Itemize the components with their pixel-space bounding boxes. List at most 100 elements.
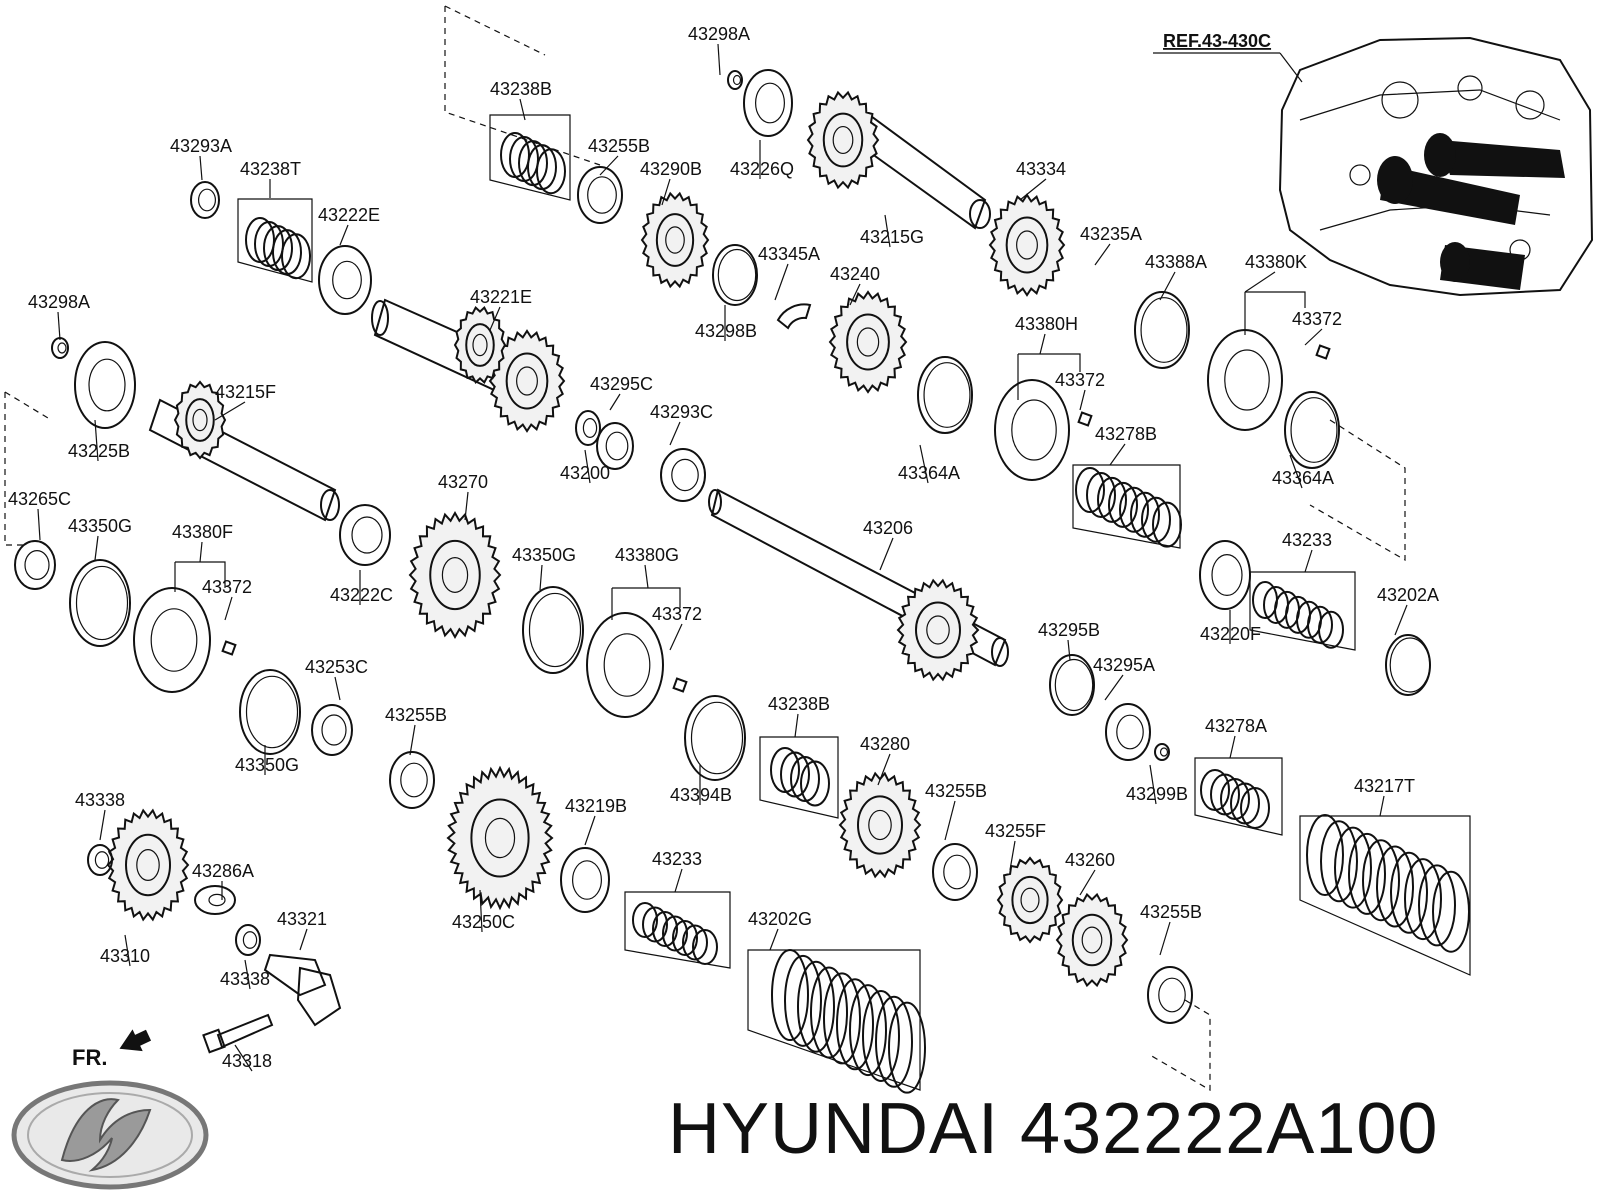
part-number-label: 43372 <box>1055 370 1105 390</box>
leader-line <box>199 541 203 563</box>
ring <box>311 704 353 756</box>
ring-bore <box>1159 747 1169 757</box>
ring <box>74 341 136 429</box>
spring-coil <box>672 920 698 956</box>
leader-line <box>57 311 61 341</box>
leader-line <box>774 263 789 301</box>
part-number-label: 43233 <box>1282 530 1332 550</box>
part-number-label: 43238B <box>490 79 552 99</box>
ring-bore <box>732 74 742 86</box>
part-number-label: 43206 <box>863 518 913 538</box>
spring-coil <box>632 902 658 938</box>
part-number-label: 43255B <box>588 136 650 156</box>
leader-line <box>519 98 526 121</box>
part-number-label: 43380H <box>1015 314 1078 334</box>
spring-coil <box>1320 820 1358 903</box>
gear-bore <box>441 557 469 593</box>
spring-coil <box>797 960 835 1053</box>
gear <box>488 329 566 433</box>
gear-hub <box>846 313 890 371</box>
ring <box>684 695 746 781</box>
spring-coil <box>1152 501 1182 548</box>
part-number-label: 43233 <box>652 849 702 869</box>
spring-coil <box>509 136 539 183</box>
gear-hub <box>429 539 481 611</box>
part-number-label: 43380K <box>1245 252 1307 272</box>
leader-line <box>1019 178 1047 201</box>
ring <box>194 885 236 915</box>
part-number-label: 43310 <box>100 946 150 966</box>
ring-bore <box>1011 399 1057 461</box>
ring <box>389 751 435 809</box>
ring-bore <box>1054 658 1094 712</box>
part-number-label: 43255B <box>925 781 987 801</box>
leader-line <box>334 676 341 701</box>
part-number-label: 43295A <box>1093 655 1155 675</box>
part-number-label: 43299B <box>1126 784 1188 804</box>
part-number-label: 43255B <box>385 705 447 725</box>
leader-line <box>464 491 469 521</box>
spring-coil <box>272 229 302 276</box>
spring-coil <box>790 756 820 802</box>
gear-bore <box>832 125 854 155</box>
leader-line <box>99 809 106 841</box>
part-number-label: 43295B <box>1038 620 1100 640</box>
ring-bore <box>690 701 744 775</box>
spring-coil <box>1306 814 1344 896</box>
gear-bore <box>472 333 488 357</box>
part-number-label: 43338 <box>220 969 270 989</box>
part-number-label: 43372 <box>652 604 702 624</box>
ring <box>1284 391 1340 469</box>
spring-coil <box>849 984 887 1077</box>
leader-line <box>584 815 596 846</box>
ring <box>660 448 706 502</box>
ring-bore <box>321 714 347 746</box>
leader-line <box>849 283 861 306</box>
spring-coil <box>1097 476 1127 523</box>
part-number-label: 43380F <box>172 522 233 542</box>
spring-coil <box>862 989 900 1082</box>
part-number-label: 43380G <box>615 545 679 565</box>
leader-line <box>919 444 929 484</box>
gears <box>106 90 1129 988</box>
part-number-label: 43298B <box>695 321 757 341</box>
ring <box>1154 743 1170 761</box>
part-number-label: 43253C <box>305 657 368 677</box>
spring-coil <box>536 148 566 195</box>
spring-coil <box>800 760 830 807</box>
spring-coil <box>1130 491 1160 538</box>
gear-bore <box>484 817 516 859</box>
part-number-label: 43350G <box>512 545 576 565</box>
ring <box>586 612 664 718</box>
leader-line <box>1079 869 1096 896</box>
ring <box>87 844 113 876</box>
ring <box>522 586 584 674</box>
leader-line <box>1244 271 1276 293</box>
ring-bore <box>245 675 299 749</box>
spring-coil <box>1390 851 1428 934</box>
part-number-label: 43290B <box>640 159 702 179</box>
spring-coil <box>662 915 688 952</box>
ring-bore <box>943 854 971 890</box>
gear <box>1055 892 1129 988</box>
spring-coil <box>1086 471 1116 518</box>
leader-line <box>539 564 543 591</box>
spring-coil <box>888 1001 926 1094</box>
leader-line <box>1304 549 1313 573</box>
spring-coil <box>1334 826 1372 909</box>
leader-line <box>794 713 799 738</box>
gear-bore <box>868 809 892 841</box>
part-number-label: 43226Q <box>730 159 794 179</box>
leader-line <box>299 928 308 951</box>
gear <box>453 305 507 385</box>
part-number-label: 43217T <box>1354 776 1415 796</box>
part-number-label: 43202A <box>1377 585 1439 605</box>
ring-bore <box>754 82 785 124</box>
part-number-label: 43215F <box>215 382 276 402</box>
spring-coil <box>1200 769 1230 811</box>
leader-line <box>1159 921 1171 956</box>
leader-line <box>877 753 891 786</box>
part-number-label: 43220F <box>1200 624 1261 644</box>
spring-coil <box>518 140 548 187</box>
ring-bore <box>582 418 598 438</box>
